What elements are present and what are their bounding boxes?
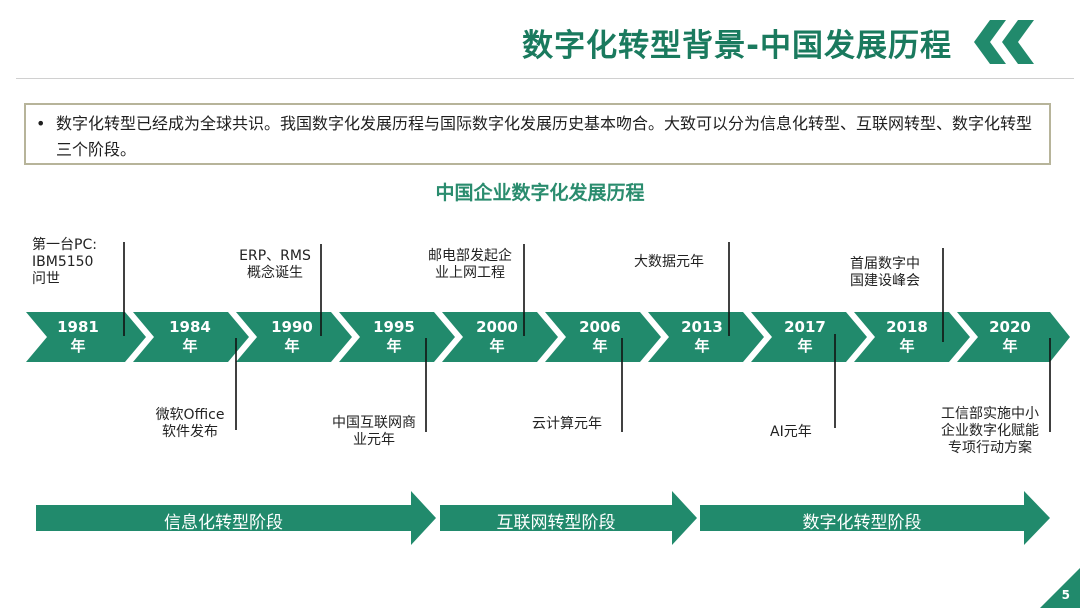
event-2000: 邮电部发起企 业上网工程: [428, 248, 512, 281]
event-1995: 中国互联网商 业元年: [332, 415, 416, 448]
stage-arrow-1: [36, 491, 436, 545]
chevron-1981: [26, 312, 146, 362]
double-chevron-left-icon: [974, 20, 1034, 64]
event-2018: 首届数字中 国建设峰会: [850, 256, 920, 289]
chevron-2020: [957, 312, 1070, 362]
event-2006: 云计算元年: [532, 416, 602, 432]
chevron-2013: [648, 312, 764, 362]
stage-label-internet: 互联网转型阶段: [496, 513, 616, 533]
chevron-2006: [545, 312, 661, 362]
event-1990: ERP、RMS 概念诞生: [239, 248, 311, 281]
stage-label-information: 信息化转型阶段: [164, 513, 283, 533]
page-title: 数字化转型背景-中国发展历程: [522, 28, 952, 64]
stage-arrow-3: [700, 491, 1050, 545]
page-number: 5: [1061, 588, 1070, 602]
title-divider: [16, 78, 1074, 79]
intro-box: • 数字化转型已经成为全球共识。我国数字化发展历程与国际数字化发展历史基本吻合。…: [24, 103, 1051, 165]
timeline-title: 中国企业数字化发展历程: [435, 182, 645, 204]
chevron-2018: [854, 312, 970, 362]
chevron-2017: [751, 312, 867, 362]
intro-text: 数字化转型已经成为全球共识。我国数字化发展历程与国际数字化发展历史基本吻合。大致…: [56, 114, 1033, 159]
chevron-1984: [133, 312, 249, 362]
event-1984: 微软Office 软件发布: [155, 407, 225, 440]
chevron-1990: [236, 312, 352, 362]
chevron-2000: [442, 312, 558, 362]
page-corner: [1040, 568, 1080, 608]
stage-arrow-2: [440, 491, 697, 545]
stage-label-digital: 数字化转型阶段: [802, 513, 922, 533]
bullet: •: [36, 114, 46, 133]
event-2013: 大数据元年: [634, 254, 704, 270]
event-2020: 工信部实施中小 企业数字化赋能 专项行动方案: [941, 406, 1039, 456]
event-2017: AI元年: [770, 424, 812, 440]
event-1981: 第一台PC: IBM5150 问世: [32, 237, 97, 287]
